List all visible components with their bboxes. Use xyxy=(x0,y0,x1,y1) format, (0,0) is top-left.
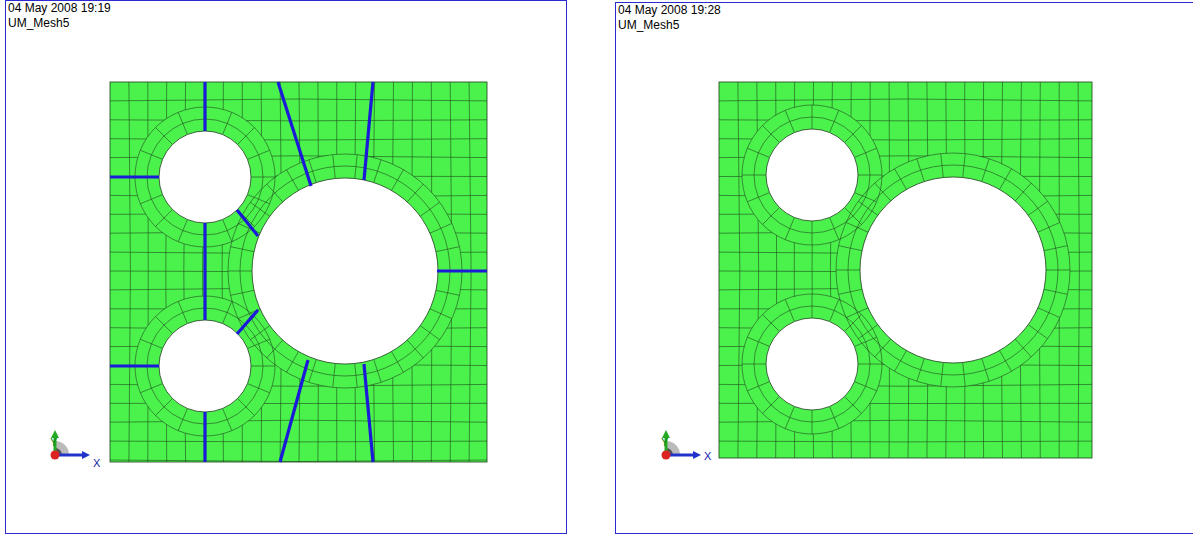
mesh-name: UM_Mesh5 xyxy=(616,18,1193,33)
mesh-panel xyxy=(719,82,1092,458)
mesh-panel xyxy=(110,82,487,462)
axis-label: X xyxy=(93,457,100,469)
axis-triad xyxy=(51,430,91,460)
axis-label: Y xyxy=(50,436,57,448)
mesh-view-frame: 04 May 2008 19:19UM_Mesh5 xyxy=(5,0,567,534)
axis-triad xyxy=(662,430,702,460)
timestamp: 04 May 2008 19:28 xyxy=(616,3,1193,18)
timestamp: 04 May 2008 19:19 xyxy=(6,1,566,16)
axis-label: X xyxy=(704,450,711,462)
mesh-view-frame: 04 May 2008 19:28UM_Mesh5 xyxy=(615,2,1193,534)
mesh-name: UM_Mesh5 xyxy=(6,16,566,31)
axis-label: Y xyxy=(661,436,668,448)
